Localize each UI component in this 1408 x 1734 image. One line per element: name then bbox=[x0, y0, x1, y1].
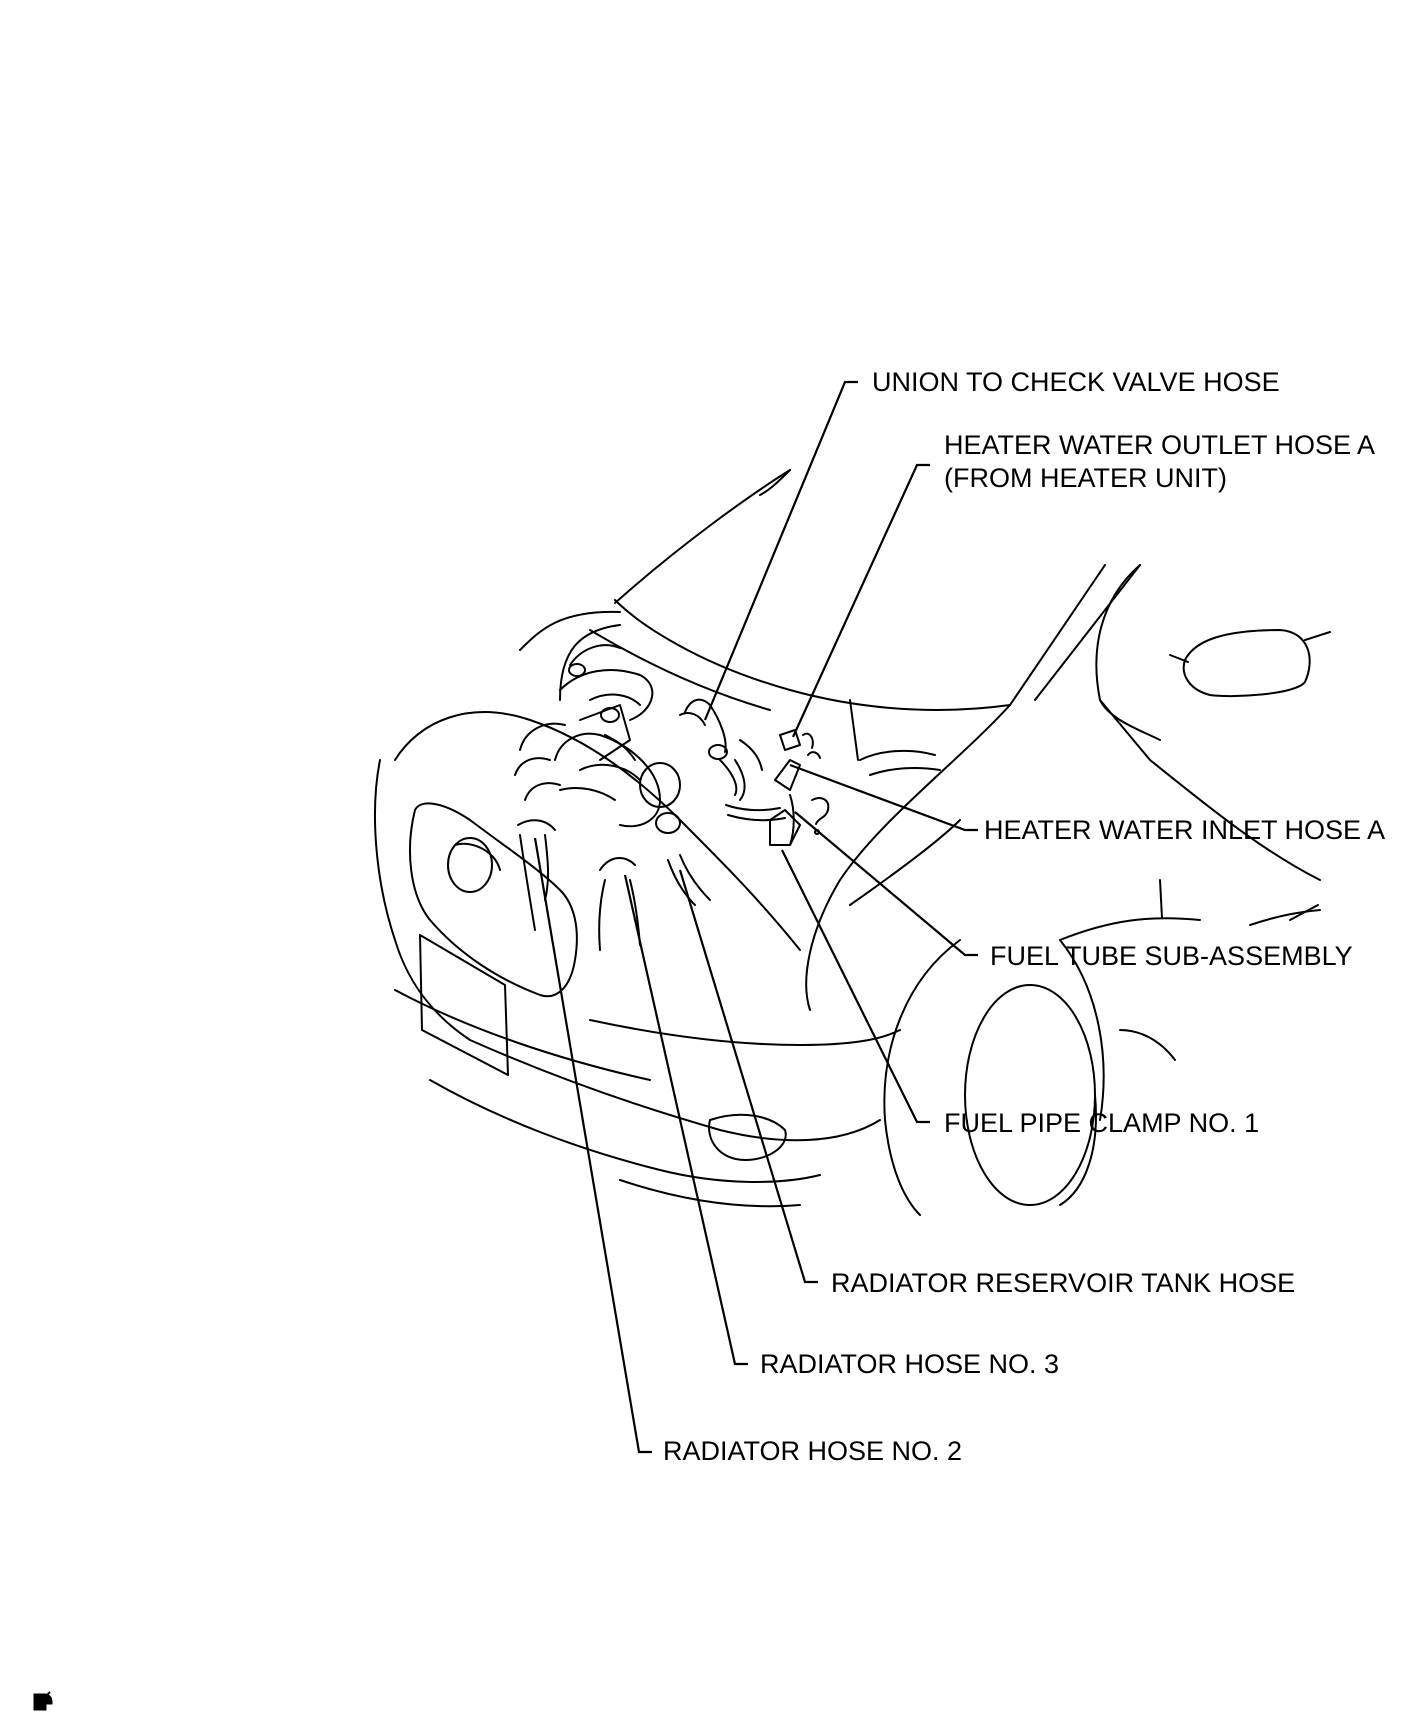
mirror-arm bbox=[1304, 631, 1331, 641]
fender-line bbox=[805, 704, 1011, 1011]
headlamp-lens bbox=[447, 837, 493, 893]
body-side-line bbox=[1159, 879, 1163, 919]
a-pillar-line bbox=[1095, 564, 1161, 741]
radiator-support bbox=[394, 711, 801, 951]
leader-radiator-reservoir-tank-hose bbox=[678, 869, 818, 1284]
license-plate bbox=[419, 934, 509, 1076]
cowl-line bbox=[1099, 699, 1151, 761]
engine-components bbox=[514, 644, 941, 951]
fender-line bbox=[849, 819, 961, 906]
front-tire bbox=[964, 984, 1096, 1206]
leader-heater-water-outlet-hose-a bbox=[791, 463, 930, 738]
body-side-line bbox=[1149, 759, 1321, 881]
hood-outline bbox=[589, 629, 771, 711]
vehicle-front-drawing bbox=[374, 469, 1331, 1216]
label-union-to-check-valve-hose: UNION TO CHECK VALVE HOSE bbox=[872, 367, 1280, 397]
a-pillar-line bbox=[1034, 564, 1141, 701]
label-radiator-hose-no-2: RADIATOR HOSE NO. 2 bbox=[663, 1436, 962, 1466]
leader-radiator-hose-no-2 bbox=[533, 837, 652, 1454]
hood-outline bbox=[519, 610, 621, 651]
hood-outline bbox=[614, 599, 1011, 711]
label-heater-water-outlet-hose-a-sub: (FROM HEATER UNIT) bbox=[944, 463, 1227, 493]
leader-radiator-hose-no-3 bbox=[623, 874, 748, 1366]
label-radiator-hose-no-3: RADIATOR HOSE NO. 3 bbox=[760, 1349, 1059, 1379]
mirror-arm bbox=[1169, 654, 1189, 663]
wheel-arch-liner bbox=[1119, 1029, 1176, 1061]
leader-fuel-tube-sub-assembly bbox=[794, 811, 978, 957]
wheel-arch bbox=[883, 939, 961, 1216]
reference-mark-icon bbox=[33, 1691, 53, 1711]
headlamp-lens bbox=[454, 842, 501, 871]
tire-tread bbox=[1059, 1094, 1097, 1206]
body-side-line bbox=[1289, 904, 1319, 921]
wheel-arch bbox=[1059, 939, 1105, 1121]
headlamp-left bbox=[409, 802, 578, 998]
bumper-lower-line bbox=[619, 1179, 801, 1208]
hood-outline bbox=[614, 469, 791, 604]
label-fuel-tube-sub-assembly: FUEL TUBE SUB-ASSEMBLY bbox=[990, 941, 1353, 971]
label-heater-water-outlet-hose-a: HEATER WATER OUTLET HOSE A bbox=[944, 430, 1375, 460]
label-heater-water-inlet-hose-a: HEATER WATER INLET HOSE A bbox=[984, 815, 1385, 845]
label-fuel-pipe-clamp-no-1: FUEL PIPE CLAMP NO. 1 bbox=[944, 1108, 1259, 1138]
windshield-line bbox=[1009, 564, 1106, 706]
door-mirror bbox=[1182, 629, 1311, 698]
front-bumper bbox=[589, 1019, 901, 1046]
body-side-line bbox=[1249, 909, 1321, 926]
leader-lines bbox=[533, 380, 978, 1454]
front-bumper bbox=[394, 989, 651, 1081]
body-side-line bbox=[1059, 917, 1201, 941]
label-radiator-reservoir-tank-hose: RADIATOR RESERVOIR TANK HOSE bbox=[831, 1268, 1295, 1298]
leader-union-to-check-valve-hose bbox=[703, 380, 858, 721]
bumper-lower-line bbox=[429, 1079, 821, 1183]
hood-outline bbox=[759, 469, 791, 496]
leader-heater-water-inlet-hose-a bbox=[789, 763, 978, 832]
front-bumper bbox=[469, 1039, 881, 1142]
fog-lamp bbox=[708, 1113, 787, 1161]
front-bumper bbox=[374, 759, 471, 1041]
leader-fuel-pipe-clamp-no-1 bbox=[781, 849, 930, 1124]
callout-labels: UNION TO CHECK VALVE HOSE HEATER WATER O… bbox=[663, 367, 1385, 1466]
radiator-support bbox=[559, 624, 621, 701]
